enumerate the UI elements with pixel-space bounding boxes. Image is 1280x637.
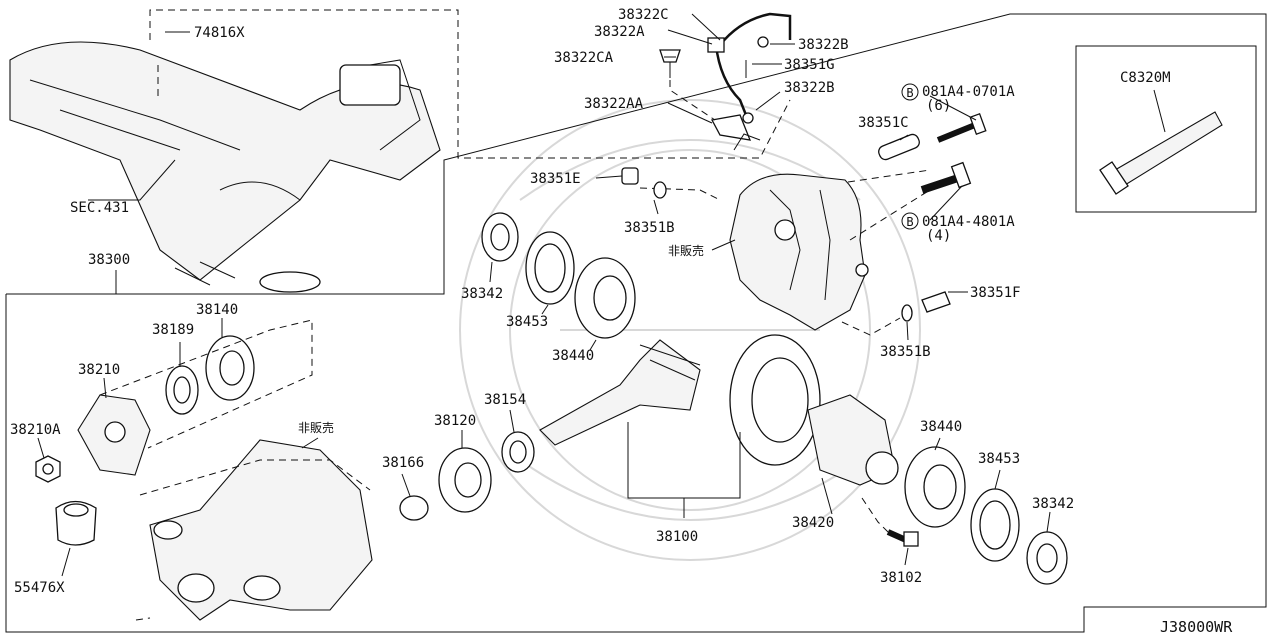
bearing-38140	[205, 335, 255, 401]
callout-38420: 38420	[792, 515, 834, 531]
bolt-marker-0701: B	[901, 83, 919, 101]
subframe-illustration	[9, 41, 441, 293]
callout-38440-upper: 38440	[552, 348, 594, 364]
callout-081a4-0701a: 081A4-0701A	[922, 84, 1015, 100]
companion-flange-38210	[77, 394, 151, 476]
not-for-sale-label-member: 非販売	[298, 420, 334, 435]
bearing-38342-upper	[481, 212, 519, 262]
callout-38100: 38100	[656, 529, 698, 545]
drive-pinion-38100	[539, 339, 701, 446]
bolt-081a4-4801a	[920, 161, 972, 194]
callout-38322c: 38322C	[618, 7, 669, 23]
callout-081a4-4801a: 081A4-4801A	[922, 214, 1015, 230]
callout-labels: 74816X 38322C 38322A 38322CA 38322B 3835…	[10, 7, 1233, 636]
page-id: J38000WR	[1160, 618, 1233, 636]
callout-38102: 38102	[880, 570, 922, 586]
callout-38210: 38210	[78, 362, 120, 378]
callout-38342-lower: 38342	[1032, 496, 1074, 512]
callout-qty-4: (4)	[926, 228, 951, 244]
bearing-38440-upper	[574, 257, 636, 339]
bearing-38342-lower	[1026, 531, 1068, 585]
callout-38166: 38166	[382, 455, 424, 471]
plug-38351e	[621, 167, 667, 199]
callout-38322b-1: 38322B	[798, 37, 849, 53]
callout-38351b-1: 38351B	[624, 220, 675, 236]
diff-case-38420	[807, 394, 899, 486]
assembly-frame	[5, 13, 1267, 633]
diff-mount-member	[149, 439, 373, 621]
callout-38322ca: 38322CA	[554, 50, 614, 66]
seal-38189	[165, 365, 199, 415]
spacer-38154	[501, 431, 535, 473]
callout-55476x: 55476X	[14, 580, 65, 596]
callout-38120: 38120	[434, 413, 476, 429]
nut-38210a	[35, 455, 61, 483]
bearing-38120	[438, 447, 492, 513]
not-for-sale-label-carrier: 非販売	[668, 243, 704, 258]
callout-38440-lower: 38440	[920, 419, 962, 435]
breather-hose-assembly	[659, 12, 792, 151]
callout-sec431: SEC.431	[70, 200, 129, 216]
callout-38300: 38300	[88, 252, 130, 268]
callout-38140: 38140	[196, 302, 238, 318]
callout-38351e: 38351E	[530, 171, 581, 187]
callout-74816x: 74816X	[194, 25, 245, 41]
seal-38453-upper	[525, 231, 575, 305]
callout-38351f: 38351F	[970, 285, 1021, 301]
callout-38351g: 38351G	[784, 57, 835, 73]
bolt-081a4-0701a	[936, 112, 987, 143]
bolt-marker-4801: B	[901, 212, 919, 230]
bushing-55476x	[55, 500, 97, 546]
watermark-emblem	[459, 99, 921, 561]
sealant-inset	[1075, 45, 1257, 213]
callout-38453-lower: 38453	[978, 451, 1020, 467]
callout-38351c: 38351C	[858, 115, 909, 131]
seal-38453-lower	[970, 488, 1020, 562]
carrier-case	[729, 173, 869, 331]
callout-38351b-2: 38351B	[880, 344, 931, 360]
leader-lines	[37, 13, 1051, 577]
callout-38322a: 38322A	[594, 24, 645, 40]
callout-38342-upper: 38342	[461, 286, 503, 302]
callout-qty-6: (6)	[926, 98, 951, 114]
seal-38166	[399, 495, 429, 521]
svg-text:B: B	[906, 86, 913, 100]
bolt-38102	[886, 529, 919, 547]
bearing-38440-lower	[904, 446, 966, 528]
plug-38351f	[901, 291, 951, 322]
svg-text:B: B	[906, 215, 913, 229]
plug-38351c	[878, 133, 920, 161]
callout-38189: 38189	[152, 322, 194, 338]
callout-c8320m: C8320M	[1120, 70, 1171, 86]
callout-38154: 38154	[484, 392, 526, 408]
callout-38322b-2: 38322B	[784, 80, 835, 96]
callout-38453-upper: 38453	[506, 314, 548, 330]
ring-gear-38100	[729, 334, 821, 466]
callout-38322aa: 38322AA	[584, 96, 644, 112]
callout-38210a: 38210A	[10, 422, 61, 438]
